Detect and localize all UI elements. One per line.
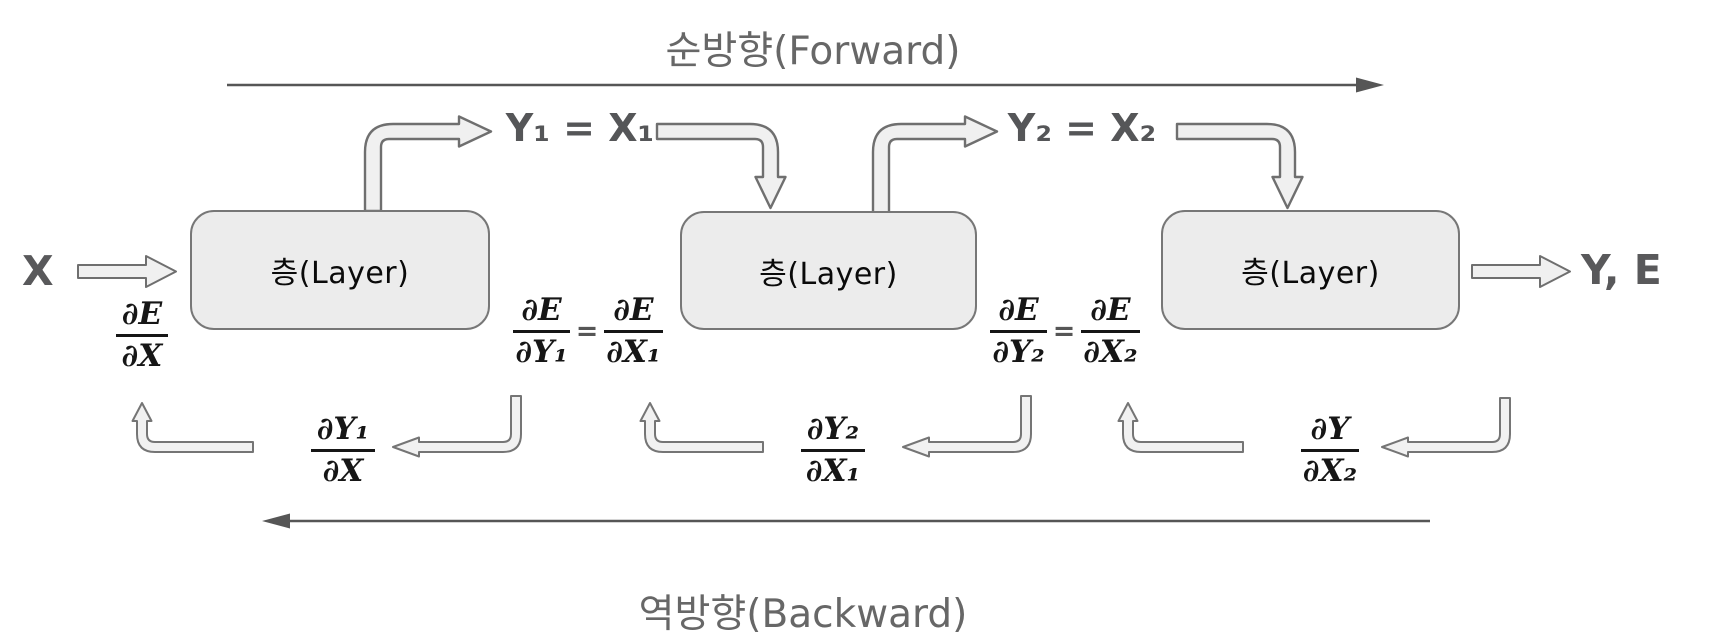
eq2-left-numerator: ∂E [990, 293, 1047, 333]
elbow-arrow-error-to-back3-icon [1381, 397, 1511, 458]
output-label: Y, E [1581, 246, 1662, 294]
layer-2-label: 층(Layer) [759, 256, 898, 292]
layer-box-2: 층(Layer) [680, 211, 977, 330]
elbow-arrow-back-to-dedx-icon [131, 402, 254, 453]
backward-title: 역방향(Backward) [638, 592, 968, 637]
eq1-right-numerator: ∂E [604, 293, 663, 333]
backward-jacobian-1: ∂Y₁ ∂X [283, 412, 403, 488]
layer-box-1: 층(Layer) [190, 210, 490, 330]
back3-denominator: ∂X₂ [1302, 452, 1358, 489]
input-block-arrow-icon [77, 255, 177, 288]
forward-arrowhead-icon [1356, 77, 1384, 93]
eq1-left-denominator: ∂Y₁ [515, 333, 568, 370]
backward-direction-arrow [262, 513, 1430, 529]
layer-1-label: 층(Layer) [270, 256, 410, 291]
elbow-arrow-x1-to-layer2-icon [655, 122, 787, 210]
forward-title: 순방향(Forward) [665, 29, 961, 74]
backward-arrowhead-icon [262, 513, 290, 529]
eq2-left-denominator: ∂Y₂ [992, 333, 1045, 370]
forward-direction-arrow [227, 77, 1384, 93]
eq1-right-denominator: ∂X₁ [606, 333, 661, 370]
identity-label-y2x2: Y₂ = X₂ [1007, 106, 1157, 150]
input-label: X [22, 247, 54, 295]
back3-numerator: ∂Y [1300, 412, 1360, 452]
back1-numerator: ∂Y₁ [310, 412, 376, 452]
eq2-equals-sign: = [1052, 315, 1076, 347]
elbow-arrow-x2-to-layer3-icon [1175, 122, 1304, 210]
elbow-arrow-layer2-to-y2-icon [871, 115, 999, 215]
eq1-left-numerator: ∂E [513, 293, 570, 333]
elbow-arrow-dedy2-to-back2-icon [902, 395, 1032, 458]
elbow-arrow-back-to-dedx2-icon [1117, 402, 1244, 453]
elbow-arrow-layer1-to-y1-icon [363, 115, 493, 213]
back2-denominator: ∂X₁ [805, 452, 861, 489]
elbow-arrow-back-to-dedx1-icon [639, 402, 764, 453]
eq1-equals-sign: = [575, 315, 599, 347]
output-block-arrow-icon [1471, 255, 1571, 288]
back1-denominator: ∂X [322, 452, 364, 489]
back2-numerator: ∂Y₂ [800, 412, 866, 452]
gradient-input-denominator: ∂X [121, 337, 163, 374]
layer-3-label: 층(Layer) [1241, 256, 1380, 291]
eq2-right-denominator: ∂X₂ [1083, 333, 1138, 370]
elbow-arrow-dedy1-to-back1-icon [392, 395, 522, 458]
eq2-right-numerator: ∂E [1081, 293, 1140, 333]
backward-jacobian-3: ∂Y ∂X₂ [1270, 412, 1390, 488]
gradient-equation-2: ∂E ∂Y₂ = ∂E ∂X₂ [945, 293, 1185, 369]
gradient-input-fraction: ∂E ∂X [92, 297, 192, 373]
identity-label-y1x1: Y₁ = X₁ [505, 106, 655, 150]
gradient-input-numerator: ∂E [115, 297, 169, 337]
layer-box-3: 층(Layer) [1161, 210, 1460, 330]
gradient-equation-1: ∂E ∂Y₁ = ∂E ∂X₁ [468, 293, 708, 369]
backward-jacobian-2: ∂Y₂ ∂X₁ [773, 412, 893, 488]
